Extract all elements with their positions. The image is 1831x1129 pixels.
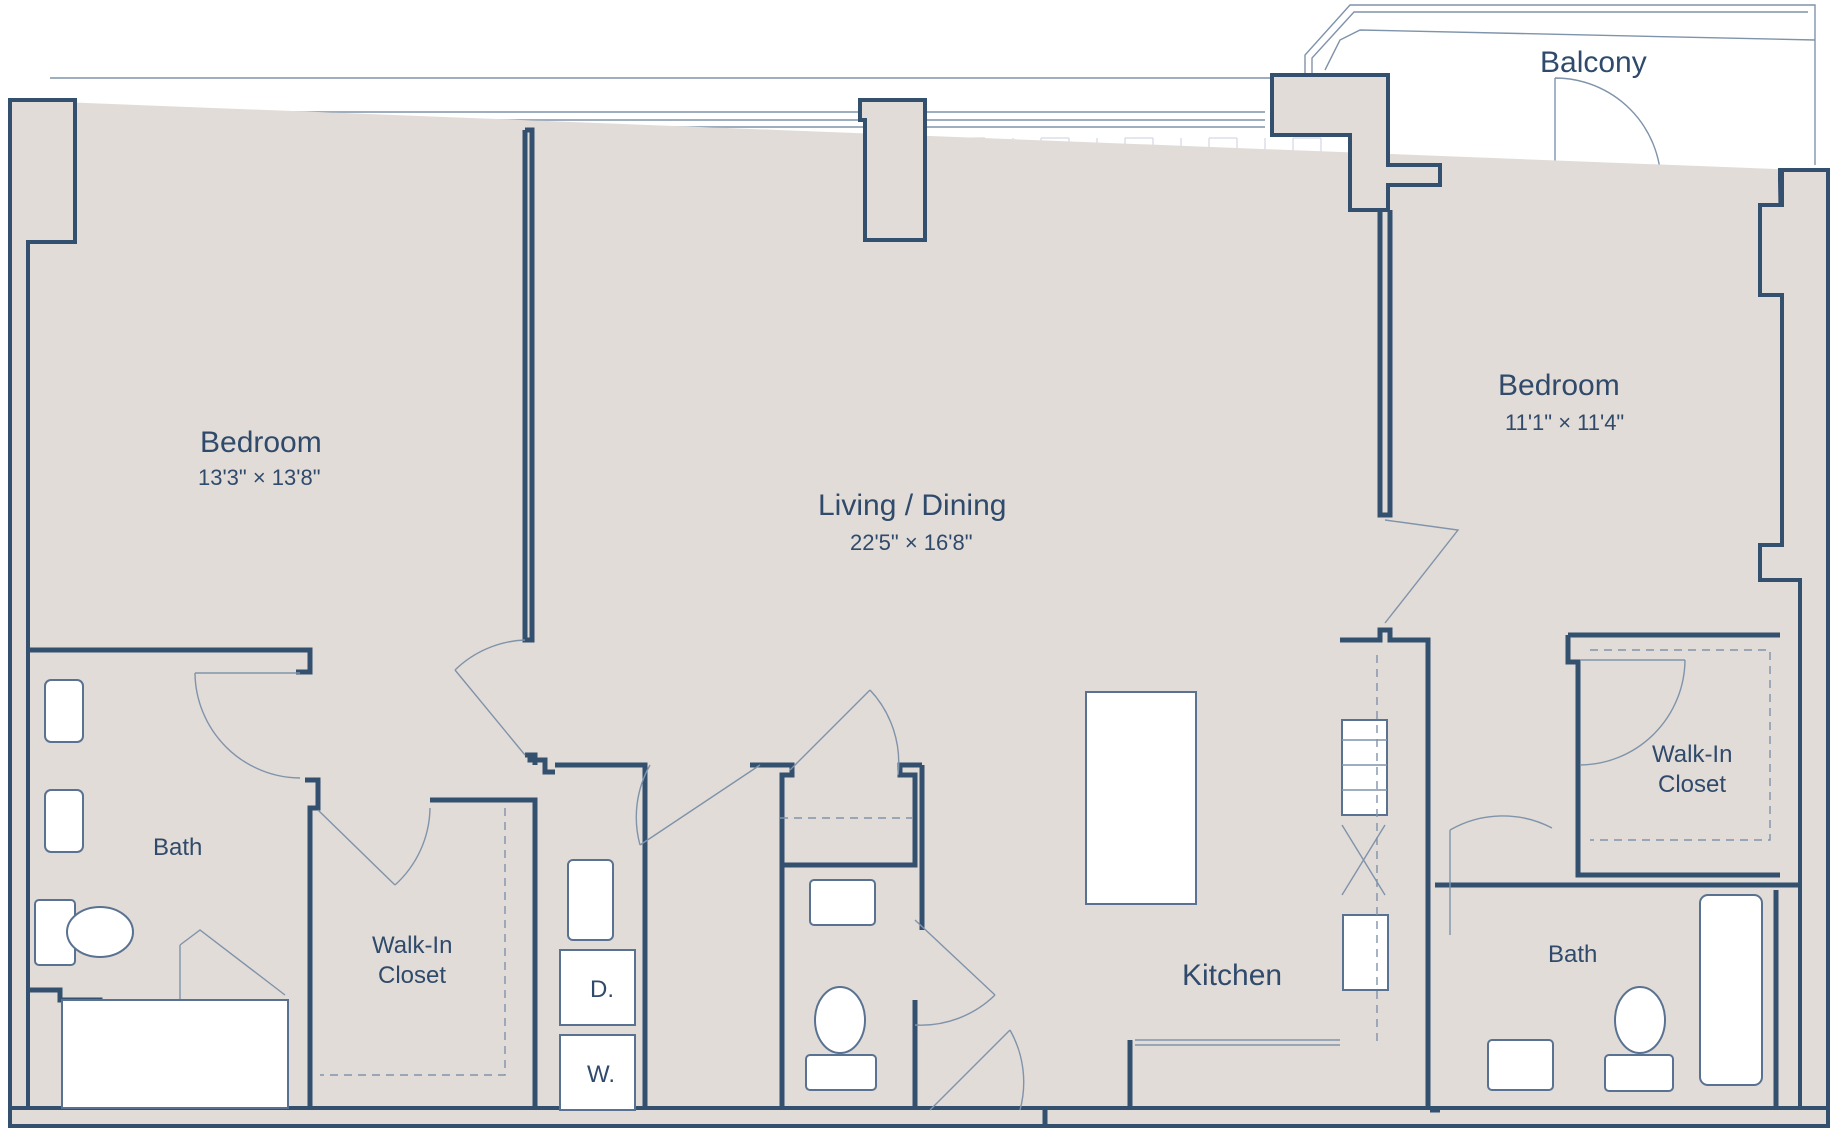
washer-label: W.	[587, 1061, 615, 1088]
bath2-label: Bath	[1548, 941, 1597, 968]
bath1-label: Bath	[153, 834, 202, 861]
closet1-label-line1: Walk-In	[372, 932, 452, 959]
walls	[8, 73, 1830, 1128]
bedroom1-label: Bedroom	[200, 426, 322, 459]
bedroom2-label: Bedroom	[1498, 369, 1620, 402]
balcony-label: Balcony	[1540, 46, 1647, 79]
living-dims: 22'5" × 16'8"	[850, 530, 973, 555]
closet2-label-line2: Closet	[1658, 771, 1726, 798]
kitchen-label: Kitchen	[1182, 959, 1282, 992]
closet1-label-line2: Closet	[378, 962, 446, 989]
living-label: Living / Dining	[818, 489, 1006, 522]
labels: Bedroom 13'3" × 13'8" Living / Dining 22…	[153, 46, 1732, 1088]
dryer-label: D.	[590, 976, 614, 1003]
bedroom2-dims: 11'1" × 11'4"	[1505, 410, 1624, 435]
bedroom1-dims: 13'3" × 13'8"	[198, 465, 321, 490]
doors	[179, 519, 1686, 1111]
bath-fixtures	[34, 679, 1763, 1111]
closet2-label-line1: Walk-In	[1652, 741, 1732, 768]
closet-rods	[320, 649, 1771, 1076]
kitchen-fixtures	[1085, 655, 1389, 1046]
